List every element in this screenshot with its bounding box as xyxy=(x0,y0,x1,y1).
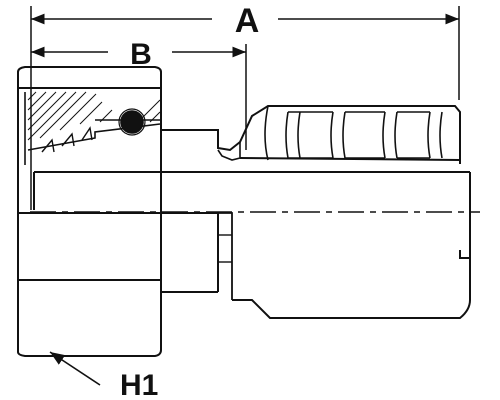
socket-serrations xyxy=(264,105,443,161)
locking-ball xyxy=(120,110,144,134)
hex-nut xyxy=(17,66,218,357)
dimension-h1: H1 xyxy=(49,351,158,400)
dimension-h1-label: H1 xyxy=(120,369,158,400)
dimension-b-label: B xyxy=(130,38,152,71)
socket-lip xyxy=(217,142,241,161)
nut-section xyxy=(24,91,161,165)
dimension-a: A xyxy=(30,2,460,210)
stem-collar xyxy=(218,212,233,300)
ball-seat xyxy=(118,108,146,136)
socket-outer-bottom xyxy=(232,250,471,319)
thread-teeth xyxy=(41,126,93,153)
dimension-b: B xyxy=(31,38,247,150)
stem-socket xyxy=(30,105,480,319)
h1-leader-line xyxy=(49,351,101,386)
socket-inner-top xyxy=(239,157,461,161)
socket-outer-top xyxy=(160,105,461,164)
nut-outline xyxy=(17,66,162,357)
section-hatch xyxy=(27,91,161,141)
dimension-a-label: A xyxy=(235,2,260,40)
